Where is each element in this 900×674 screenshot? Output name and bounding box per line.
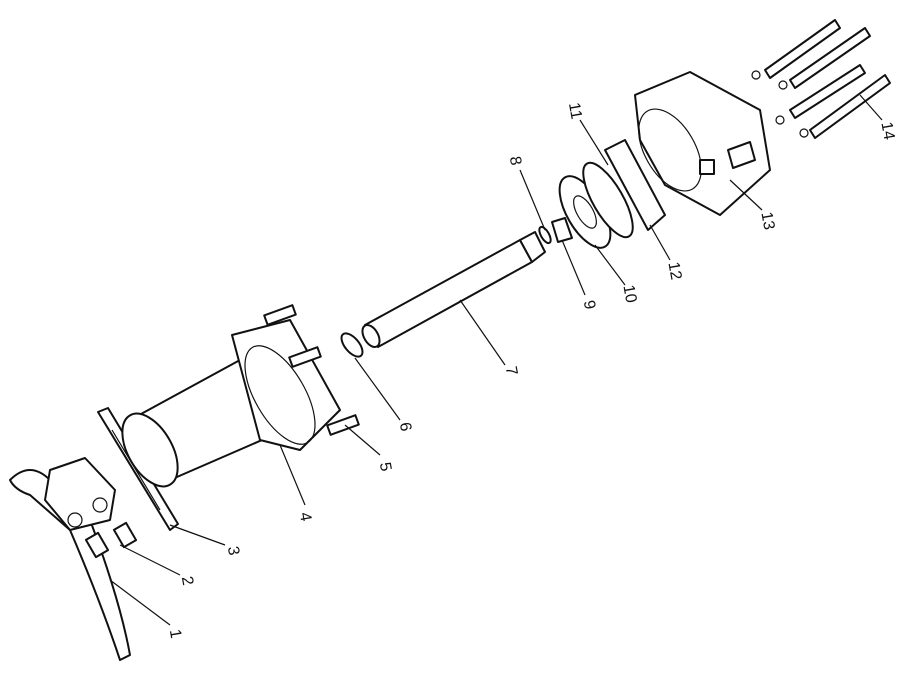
part-2-screws [84,521,138,559]
part-8-washer [538,225,552,245]
part-14-long-bolts [751,19,891,139]
leader-lines [109,94,883,626]
part-7-shaft [361,231,546,348]
part-11-ring [582,161,634,239]
part-5-bolts [263,304,360,436]
label-12: 12 [664,260,685,282]
part-12-gasket [604,139,666,231]
part-1-handle [9,457,131,661]
label-14: 14 [877,120,898,142]
part-13-end-cap [634,71,771,216]
label-10: 10 [619,283,640,305]
part-9-nut [551,217,573,243]
label-11: 11 [564,101,585,121]
part-4-housing [121,319,341,488]
part-6-o-ring [340,332,364,358]
label-13: 13 [757,210,778,232]
